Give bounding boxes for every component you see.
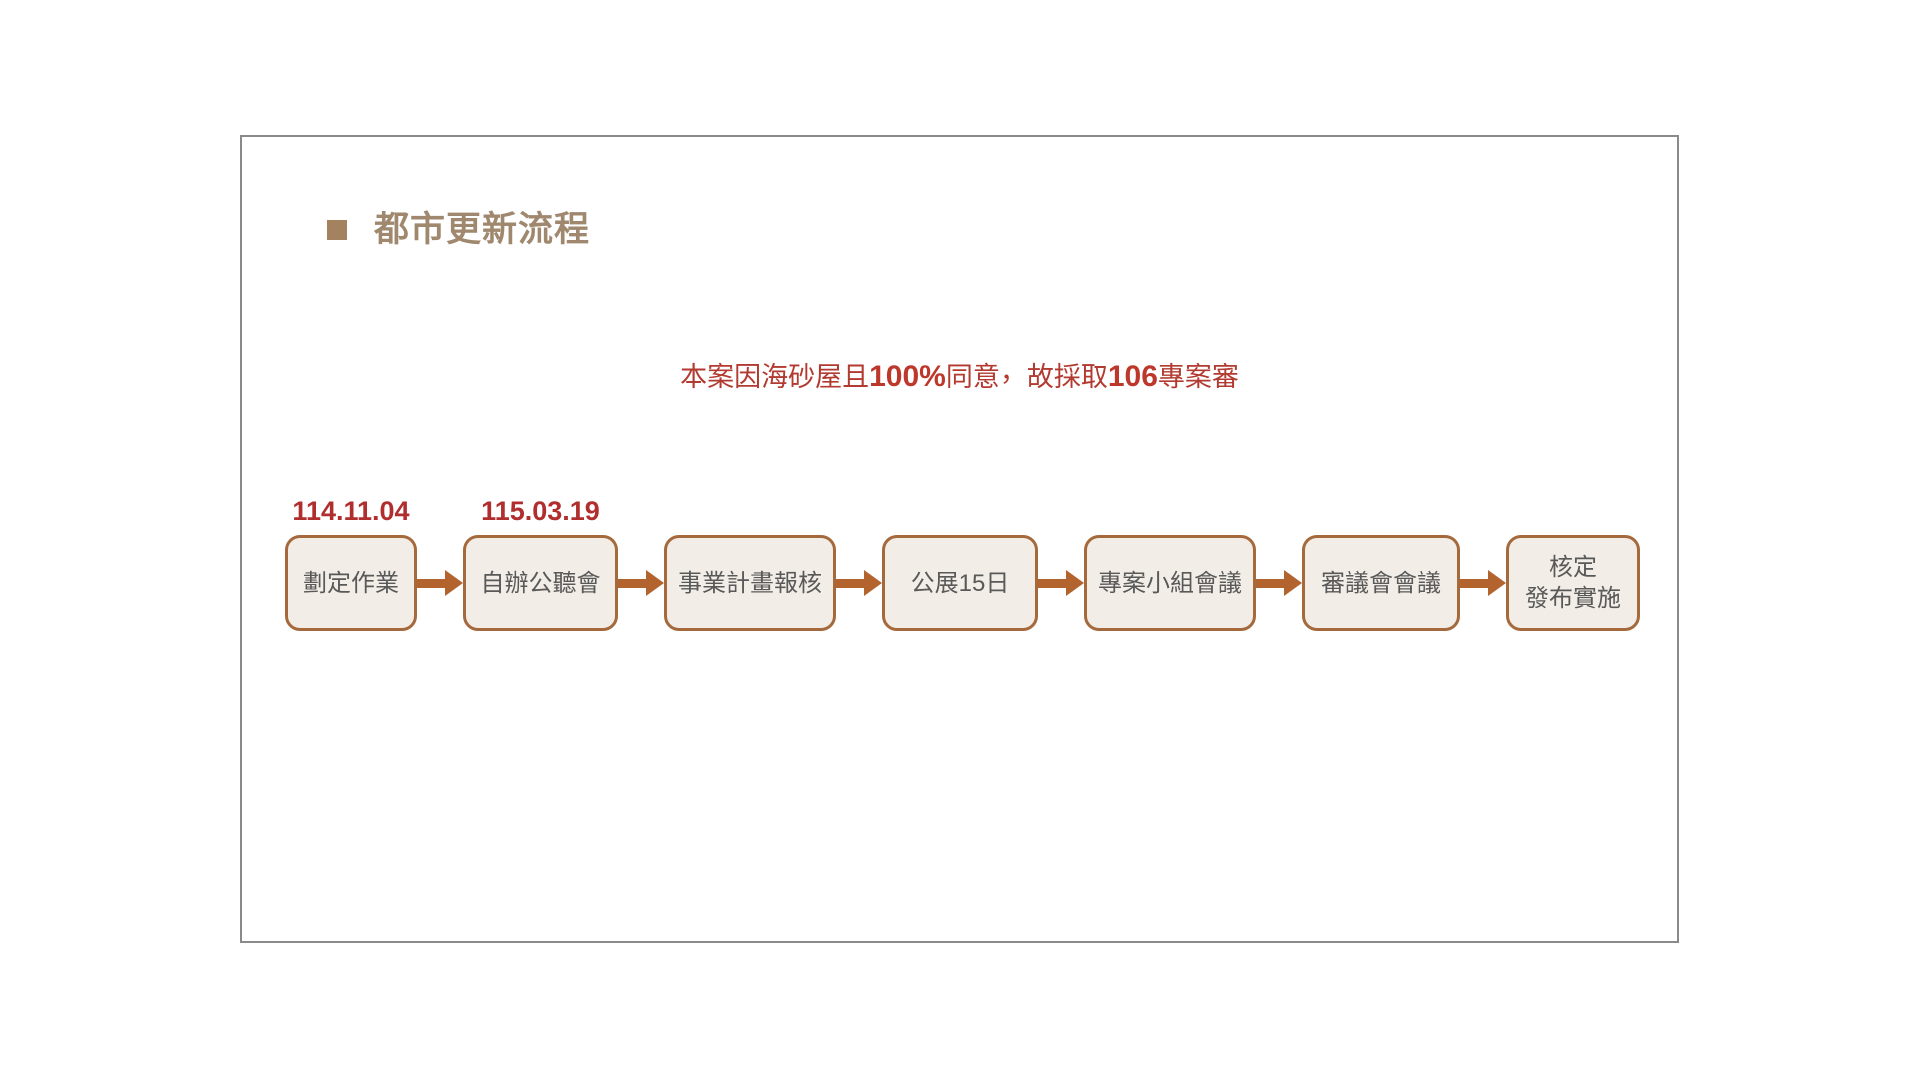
flow-step: 專案小組會議: [1084, 495, 1256, 631]
step-label: 自辦公聽會: [480, 569, 601, 597]
flow-step-box: 公展15日: [882, 535, 1038, 631]
flow-step-box: 審議會會議: [1302, 535, 1460, 631]
arrow-shaft: [1256, 578, 1284, 588]
note-segment: 專案審: [1157, 362, 1239, 392]
arrow-shaft: [836, 578, 864, 588]
step-label: 劃定作業: [303, 569, 399, 597]
arrow-head: [864, 570, 882, 596]
arrow-shaft: [1038, 578, 1066, 588]
arrow-shaft: [417, 578, 445, 588]
step-label: 專案小組會議: [1098, 569, 1242, 597]
step-label: 公展15日: [910, 569, 1010, 597]
flow-step-box: 核定 發布實施: [1506, 535, 1640, 631]
step-label: 事業計畫報核: [678, 569, 822, 597]
flow-step-box: 事業計畫報核: [664, 535, 836, 631]
arrow-head: [646, 570, 664, 596]
flow-step: 115.03.19 自辦公聽會: [463, 495, 618, 631]
flow-arrow-icon: [1460, 535, 1506, 631]
arrow-right-icon: [836, 570, 882, 596]
slide-title: 都市更新流程: [327, 209, 590, 251]
arrow-shaft: [618, 578, 646, 588]
arrow-right-icon: [1256, 570, 1302, 596]
note-segment: 同意: [945, 362, 1000, 392]
step-label: 核定: [1549, 554, 1597, 581]
arrow-head: [445, 570, 463, 596]
arrow-shaft: [1460, 578, 1488, 588]
arrow-right-icon: [1460, 570, 1506, 596]
slide-canvas: 都市更新流程 本案因海砂屋且100%同意，故採取106專案審 114.11.04…: [240, 135, 1679, 943]
flow-arrow-icon: [417, 535, 463, 631]
flow-step: 審議會會議: [1302, 495, 1460, 631]
step-label: 發布實施: [1525, 585, 1621, 612]
flow-step-box: 自辦公聽會: [463, 535, 618, 631]
page-title: 都市更新流程: [374, 210, 591, 249]
arrow-head: [1284, 570, 1302, 596]
note-number: 100%: [869, 360, 946, 393]
arrow-right-icon: [417, 570, 463, 596]
note-number: 106: [1107, 360, 1158, 393]
flow-step-box: 劃定作業: [285, 535, 417, 631]
note-comma: ，: [999, 357, 1027, 388]
flow-arrow-icon: [1038, 535, 1084, 631]
flow-step: 公展15日: [882, 495, 1038, 631]
step-label: 審議會會議: [1321, 569, 1441, 597]
flow-step: 事業計畫報核: [664, 495, 836, 631]
arrow-head: [1488, 570, 1506, 596]
flow-step: 114.11.04 劃定作業: [285, 495, 417, 631]
step-date: 115.03.19: [481, 496, 600, 526]
step-date: 114.11.04: [292, 496, 410, 526]
arrow-right-icon: [618, 570, 664, 596]
flow-arrow-icon: [1256, 535, 1302, 631]
flow-arrow-icon: [836, 535, 882, 631]
flow-step: 核定 發布實施: [1506, 495, 1640, 631]
arrow-head: [1066, 570, 1084, 596]
flow-arrow-icon: [618, 535, 664, 631]
arrow-right-icon: [1038, 570, 1084, 596]
note-segment: 故採取: [1026, 362, 1108, 392]
flow-step-box: 專案小組會議: [1084, 535, 1256, 631]
square-bullet-icon: [327, 220, 347, 240]
process-flow: 114.11.04 劃定作業 115.03.19 自辦公聽會: [285, 495, 1640, 631]
note-line: 本案因海砂屋且100%同意，故採取106專案審: [242, 357, 1677, 395]
note-segment: 本案因海砂屋且: [680, 362, 870, 392]
